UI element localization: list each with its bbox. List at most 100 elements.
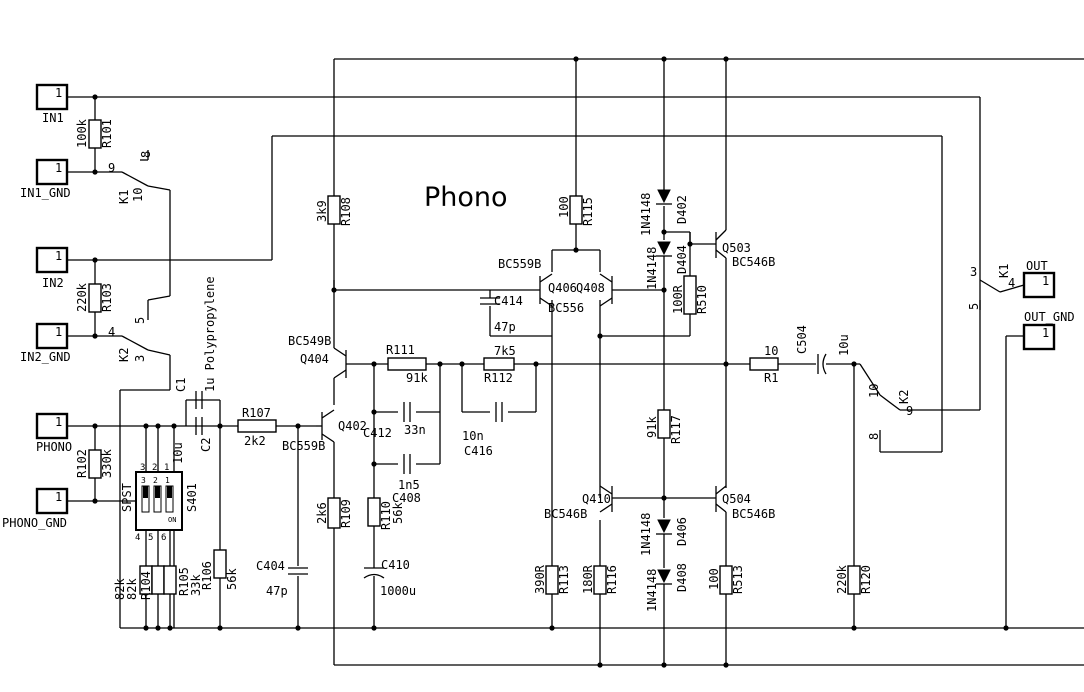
resistor-value: 2k6 bbox=[315, 502, 329, 524]
terminal-label: PHONO_GND bbox=[2, 516, 67, 530]
capacitor-value: 1n5 bbox=[398, 478, 420, 492]
transistor-ref: Q410 bbox=[582, 492, 611, 506]
terminal-label: OUT_GND bbox=[1024, 310, 1075, 324]
relay-label: K2 bbox=[897, 390, 911, 404]
resistor-value: 56k bbox=[391, 502, 405, 524]
resistor-value: 180R bbox=[581, 564, 595, 594]
resistor-ref: R115 bbox=[581, 197, 595, 226]
diode-type: 1N4148 bbox=[645, 569, 659, 612]
dip-pin: 3 bbox=[141, 476, 146, 485]
dip-pin: 3 bbox=[140, 463, 145, 473]
resistor-value: 330k bbox=[100, 448, 114, 478]
capacitor-c416: 10n C416 bbox=[462, 402, 503, 458]
resistor-ref: R105 bbox=[177, 567, 191, 596]
capacitor-ref: C410 bbox=[381, 558, 410, 572]
capacitor-ref: C504 bbox=[795, 325, 809, 354]
resistor-value: 33k bbox=[189, 574, 203, 596]
transistor-ref: Q404 bbox=[300, 352, 329, 366]
diode-type: 1N4148 bbox=[645, 247, 659, 290]
resistor-ref: R103 bbox=[100, 283, 114, 312]
resistor-r513: 100 R513 bbox=[707, 565, 745, 595]
capacitor-c412: C412 33n bbox=[363, 402, 426, 440]
resistor-value: 220k bbox=[75, 282, 89, 312]
terminal-pin: 1 bbox=[55, 415, 62, 429]
resistor-r109: 2k6 R109 bbox=[315, 497, 353, 529]
relay-k1-output: 3 4 5 K1 bbox=[967, 264, 1025, 310]
transistor-type: BC556 bbox=[548, 301, 584, 315]
resistor-value: 390R bbox=[533, 564, 547, 594]
capacitor-value: 10n bbox=[462, 429, 484, 443]
terminal-label: IN2_GND bbox=[20, 350, 71, 364]
resistor-value: 10 bbox=[764, 344, 778, 358]
relay-label: K2 bbox=[117, 348, 131, 362]
transistor-q402: Q402 BC559B bbox=[282, 409, 367, 498]
output-terminals: 1 OUT 1 OUT_GND bbox=[1022, 259, 1075, 351]
dip-pin: 6 bbox=[161, 533, 166, 543]
diode-ref: D404 bbox=[675, 245, 689, 274]
relay-pin: 9 bbox=[906, 404, 913, 418]
resistor-r107: R107 2k2 bbox=[237, 406, 277, 448]
resistor-value: 3k9 bbox=[315, 200, 329, 222]
transistor-ref: Q406 bbox=[548, 281, 577, 295]
capacitor-ref: C412 bbox=[363, 426, 392, 440]
transistor-ref: Q504 bbox=[722, 492, 751, 506]
resistor-r113: 390R R113 bbox=[533, 564, 571, 595]
terminal-pin: 1 bbox=[55, 249, 62, 263]
terminal-pin: 1 bbox=[1042, 274, 1049, 288]
resistor-r112: 7k5 R112 bbox=[483, 344, 516, 385]
resistor-r111: R111 91k bbox=[386, 343, 428, 385]
resistor-r1: 10 R1 bbox=[749, 344, 779, 385]
relay-pin: 5 bbox=[133, 317, 147, 324]
capacitor-value: 1000u bbox=[380, 584, 416, 598]
capacitor-value: 47p bbox=[266, 584, 288, 598]
resistor-r120: 220k R120 bbox=[835, 564, 873, 595]
dip-pin: 2 bbox=[152, 463, 157, 473]
terminal-in2: 1 IN2 bbox=[35, 246, 69, 290]
diode-type: 1N4148 bbox=[639, 513, 653, 556]
capacitor-c1-c2: C1 1u Polypropylene 10u C2 bbox=[171, 276, 217, 464]
relay-k1-input: 9 8 10 K1 bbox=[108, 150, 171, 204]
relay-pin: 8 bbox=[139, 151, 153, 158]
terminal-pin: 1 bbox=[1042, 326, 1049, 340]
resistor-value: 100 bbox=[707, 568, 721, 590]
dip-pin: 4 bbox=[135, 533, 140, 543]
relay-pin: 10 bbox=[867, 384, 881, 398]
resistor-ref: R112 bbox=[484, 371, 513, 385]
transistor-ref: Q503 bbox=[722, 241, 751, 255]
resistor-ref: R513 bbox=[731, 565, 745, 594]
transistor-type: BC546B bbox=[732, 507, 775, 521]
dip-pin: 1 bbox=[164, 463, 169, 473]
terminal-in2-gnd: 1 IN2_GND bbox=[20, 322, 71, 364]
resistor-value: 56k bbox=[225, 568, 239, 590]
capacitor-ref: C404 bbox=[256, 559, 285, 573]
resistor-r103: 220k R103 bbox=[75, 282, 114, 313]
diode-d406: 1N4148 D406 bbox=[639, 513, 689, 556]
relay-pin: 3 bbox=[970, 265, 977, 279]
resistor-value: 100 bbox=[557, 196, 571, 218]
capacitor-c404: C404 47p bbox=[256, 559, 308, 598]
terminal-label: PHONO bbox=[36, 440, 72, 454]
diode-d402: 1N4148 D402 bbox=[639, 189, 689, 236]
page-title: Phono bbox=[424, 182, 508, 213]
transistor-ref: Q408 bbox=[576, 281, 605, 295]
terminal-label: IN1_GND bbox=[20, 186, 71, 200]
transistor-q503: Q503 BC546B bbox=[715, 229, 775, 269]
resistor-value: 7k5 bbox=[494, 344, 516, 358]
supply-rails bbox=[120, 58, 1084, 666]
resistor-value: 100R bbox=[671, 284, 685, 314]
relay-pin: 4 bbox=[1008, 276, 1015, 290]
relay-k2-output: 10 9 8 K2 bbox=[859, 300, 981, 453]
relay-pin: 8 bbox=[867, 433, 881, 440]
terminal-in1-gnd: 1 IN1_GND bbox=[20, 158, 71, 200]
capacitor-ref: C1 bbox=[174, 378, 188, 392]
relay-k2-input: 4 5 3 K2 bbox=[108, 295, 171, 362]
terminal-out-gnd: 1 OUT_GND bbox=[1022, 310, 1075, 351]
resistor-value: 82k bbox=[125, 578, 139, 600]
resistor-ref: R116 bbox=[605, 565, 619, 594]
resistor-r510: 100R R510 bbox=[671, 275, 709, 315]
resistor-ref: R111 bbox=[386, 343, 415, 357]
capacitor-ref: C2 bbox=[199, 438, 213, 452]
resistor-ref: R510 bbox=[695, 285, 709, 314]
relay-label: K1 bbox=[117, 190, 131, 204]
transistor-type: BC546B bbox=[732, 255, 775, 269]
